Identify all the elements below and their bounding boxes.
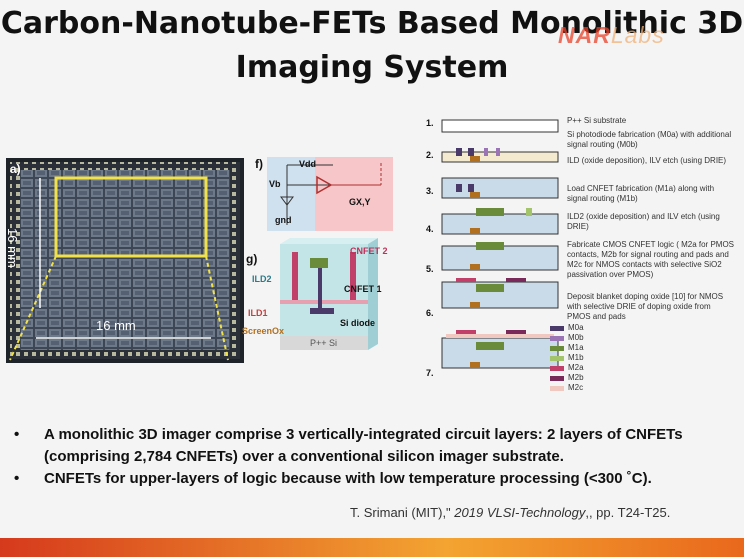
bullet-glyph: • xyxy=(14,426,20,443)
citation-venue: 2019 VLSI-Technology xyxy=(454,505,586,520)
panel-label-g: g) xyxy=(246,252,258,266)
step-number-7: 7. xyxy=(426,368,434,378)
legend-swatch-m1a xyxy=(550,346,564,351)
pixel-circuit-schematic: f) Vdd Vb gnd GX,Y xyxy=(253,155,395,235)
panel-label-a: a) xyxy=(10,162,21,176)
process-flow-figure: 1. 2. 3. 4. 5. 6. 7. xyxy=(424,112,740,402)
step-desc-2: Si photodiode fabrication (M0a) with add… xyxy=(567,130,732,149)
step-desc-5: ILD2 (oxide deposition) and ILV etch (us… xyxy=(567,212,720,231)
bullet-item: • CNFETs for upper-layers of logic becau… xyxy=(10,468,734,490)
dimension-vertical-label: 16 mm xyxy=(5,228,20,268)
bottom-accent-bar xyxy=(0,538,744,557)
circuit-schematic-diagram xyxy=(267,157,393,231)
process-cross-sections xyxy=(441,119,559,369)
nar-labs-logo: NARLabs xyxy=(558,22,665,49)
chip-micrograph-figure: a) 16 mm 16 mm xyxy=(5,158,244,363)
screenox-label: ScreenOx xyxy=(242,326,285,336)
chip-micrograph-image xyxy=(6,158,244,363)
logo-text-main: NAR xyxy=(558,22,611,48)
cnfet2-label: CNFET 2 xyxy=(350,246,388,256)
legend-label-m0a: M0a xyxy=(568,323,584,332)
legend-label-m1b: M1b xyxy=(568,353,584,362)
step-desc-6: Fabricate CMOS CNFET logic ( M2a for PMO… xyxy=(567,240,734,279)
citation-prefix: T. Srimani (MIT)," xyxy=(350,505,455,520)
step-desc-4: Load CNFET fabrication (M1a) along with … xyxy=(567,184,715,203)
legend-label-m2a: M2a xyxy=(568,363,584,372)
si-diode-label: Si diode xyxy=(340,318,376,328)
citation-suffix: ,, pp. T24-T25. xyxy=(585,505,671,520)
step-number-3: 3. xyxy=(426,186,434,196)
vdd-label: Vdd xyxy=(299,159,316,169)
bullet-item: • A monolithic 3D imager comprise 3 vert… xyxy=(10,424,734,468)
gxy-label: GX,Y xyxy=(349,197,371,207)
legend-swatch-m1b xyxy=(550,356,564,361)
legend-swatch-m0b xyxy=(550,336,564,341)
panel-label-f: f) xyxy=(255,157,263,171)
monolithic-3d-structure-figure: g) CNFET 2 CNFET 1 ILD2 ILD1 ScreenOx Si… xyxy=(240,238,398,368)
step-number-6: 6. xyxy=(426,308,434,318)
slide-title-line1: Carbon-Nanotube-FETs Based Monolithic 3D xyxy=(0,6,744,41)
step-number-4: 4. xyxy=(426,224,434,234)
legend-swatch-m2a xyxy=(550,366,564,371)
step-desc-3: ILD (oxide deposition), ILV etch (using … xyxy=(567,156,727,165)
substrate-label: P++ Si xyxy=(310,338,338,348)
ild1-label: ILD1 xyxy=(248,308,268,318)
legend-swatch-m2b xyxy=(550,376,564,381)
bullet-text: A monolithic 3D imager comprise 3 vertic… xyxy=(44,426,683,465)
vb-label: Vb xyxy=(269,179,281,189)
logo-text-tail: Labs xyxy=(610,22,665,48)
legend-label-m0b: M0b xyxy=(568,333,584,342)
legend-swatch-m2c xyxy=(550,386,564,391)
cnfet1-label: CNFET 1 xyxy=(344,284,382,294)
step-number-2: 2. xyxy=(426,150,434,160)
slide-title-line2: Imaging System xyxy=(235,50,509,85)
legend-label-m2b: M2b xyxy=(568,373,584,382)
citation: T. Srimani (MIT)," 2019 VLSI-Technology,… xyxy=(350,505,670,520)
step-number-1: 1. xyxy=(426,118,434,128)
gnd-label: gnd xyxy=(275,215,292,225)
bullet-glyph: • xyxy=(14,470,20,487)
ild2-label: ILD2 xyxy=(252,274,272,284)
dimension-horizontal-label: 16 mm xyxy=(96,318,136,333)
bullet-list: • A monolithic 3D imager comprise 3 vert… xyxy=(10,424,734,490)
legend-label-m1a: M1a xyxy=(568,343,584,352)
bullet-text: CNFETs for upper-layers of logic because… xyxy=(44,470,652,487)
legend-swatch-m0a xyxy=(550,326,564,331)
step-desc-1: P++ Si substrate xyxy=(567,116,627,125)
legend-label-m2c: M2c xyxy=(568,383,584,392)
step-number-5: 5. xyxy=(426,264,434,274)
step-desc-7: Deposit blanket doping oxide [10] for NM… xyxy=(567,292,724,321)
slide-title: Carbon-Nanotube-FETs Based Monolithic 3D… xyxy=(0,2,744,90)
layer-stack-diagram xyxy=(280,238,378,350)
